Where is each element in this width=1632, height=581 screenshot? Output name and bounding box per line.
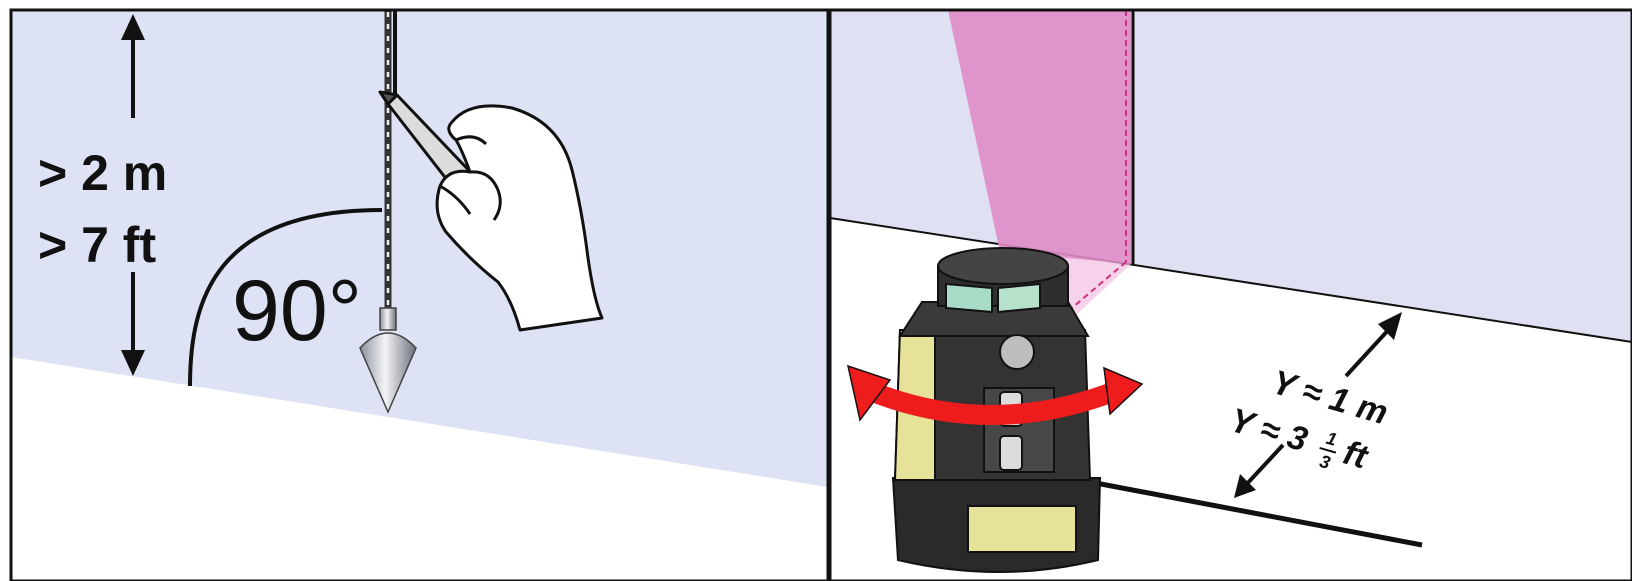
height-label-metric: > 2 m (38, 145, 167, 201)
left-panel: > 2 m > 7 ft 90° (11, 10, 828, 581)
right-panel: Y ≈ 1 m Y ≈ 3 1 3 ft (830, 10, 1632, 581)
height-label-imperial: > 7 ft (38, 217, 156, 273)
angle-label: 90° (232, 263, 362, 359)
